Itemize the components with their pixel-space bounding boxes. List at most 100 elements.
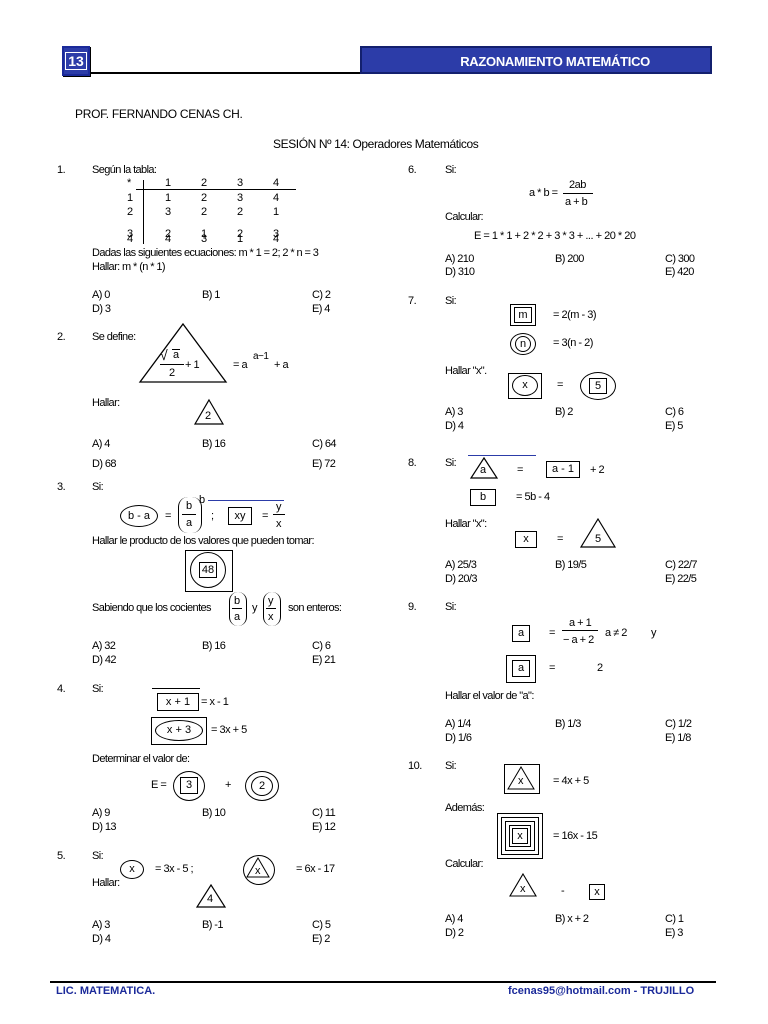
table-cell: 4 bbox=[127, 233, 133, 245]
fraction-bar bbox=[160, 364, 184, 365]
problem-10-also: Además: bbox=[445, 802, 485, 814]
option-c: C) 64 bbox=[312, 438, 337, 450]
option-a: A) 3 bbox=[92, 919, 110, 931]
option-b: B) 16 bbox=[202, 438, 226, 450]
option-e: E) 22/5 bbox=[665, 573, 697, 585]
op-lhs: a * b = bbox=[529, 187, 558, 199]
problem-9-number: 9. bbox=[408, 601, 417, 613]
q2-num: y bbox=[268, 595, 274, 607]
option-d: D) 20/3 bbox=[445, 573, 477, 585]
frac-den: x bbox=[276, 518, 282, 530]
option-a: A) 0 bbox=[92, 289, 110, 301]
problem-8-intro: Si: bbox=[445, 457, 457, 469]
option-b: B) 16 bbox=[202, 640, 226, 652]
option-d: D) 2 bbox=[445, 927, 464, 939]
table-cell: 1 bbox=[237, 233, 243, 245]
sqrt-icon: √ bbox=[160, 347, 168, 363]
triangle-value: 4 bbox=[207, 893, 213, 905]
square-frame bbox=[508, 373, 542, 399]
option-c: C) 11 bbox=[312, 807, 336, 819]
operation-table: * 1 2 3 4 1 1 2 3 4 2 3 2 2 1 3 2 1 2 3 … bbox=[118, 177, 298, 245]
problem-2-number: 2. bbox=[57, 331, 66, 343]
table-cell: 3 bbox=[165, 206, 171, 218]
circle-frame bbox=[190, 552, 226, 588]
exponent: b bbox=[199, 494, 205, 506]
triangle-icon bbox=[469, 456, 499, 479]
problem-4-number: 4. bbox=[57, 683, 66, 695]
problem-7-intro: Si: bbox=[445, 295, 457, 307]
triangle-icon bbox=[509, 872, 537, 897]
problem-3-text2: Sabiendo que los cocientes bbox=[92, 602, 212, 614]
overline bbox=[208, 500, 284, 501]
overline bbox=[152, 688, 200, 689]
option-a: A) 32 bbox=[92, 640, 116, 652]
option-a: A) 3 bbox=[445, 406, 463, 418]
paren-fraction bbox=[263, 592, 281, 626]
table-vline bbox=[143, 180, 144, 244]
equals-sign: = bbox=[549, 627, 555, 639]
problem-3-intro: Si: bbox=[92, 481, 104, 493]
problem-4-intro: Si: bbox=[92, 683, 104, 695]
triangle-value: x bbox=[520, 883, 526, 895]
problem-7-ask: Hallar "x". bbox=[445, 365, 487, 377]
option-e: E) 12 bbox=[312, 821, 336, 833]
circle-operator: x bbox=[120, 860, 144, 879]
problem-5-ask: Hallar: bbox=[92, 877, 120, 889]
option-c: C) 6 bbox=[312, 640, 331, 652]
problem-5-intro: Si: bbox=[92, 850, 104, 862]
square-frame bbox=[497, 813, 543, 859]
header-title: RAZONAMIENTO MATEMÁTICO bbox=[360, 46, 712, 74]
problem-8-ask: Hallar "x": bbox=[445, 518, 487, 530]
square-frame bbox=[509, 825, 531, 847]
expression: E = 1 * 1 + 2 * 2 + 3 * 3 + ... + 20 * 2… bbox=[474, 230, 636, 242]
circle-frame bbox=[243, 855, 275, 885]
condition: a ≠ 2 bbox=[605, 627, 627, 639]
rhs-1: = 4x + 5 bbox=[553, 775, 589, 787]
square-frame bbox=[504, 764, 540, 794]
option-a: A) 25/3 bbox=[445, 559, 477, 571]
problem-6-ask: Calcular: bbox=[445, 211, 484, 223]
triangle-value: x bbox=[255, 865, 261, 877]
table-cell: 2 bbox=[237, 228, 243, 240]
frac-den: − a + 2 bbox=[563, 634, 594, 646]
square-frame bbox=[505, 821, 535, 851]
table-header-cell: * bbox=[127, 177, 131, 189]
table-hline bbox=[136, 189, 296, 190]
table-header-cell: 4 bbox=[273, 177, 279, 189]
boxed-value: 3 bbox=[180, 777, 198, 794]
option-e: E) 2 bbox=[312, 933, 330, 945]
option-a: A) 210 bbox=[445, 253, 474, 265]
table-cell: 2 bbox=[201, 192, 207, 204]
overline bbox=[468, 455, 536, 456]
q2-den: x bbox=[268, 611, 274, 623]
option-e: E) 21 bbox=[312, 654, 336, 666]
box-operator: x + 1 bbox=[157, 693, 199, 711]
box-operator: b bbox=[470, 489, 496, 506]
table-cell: 1 bbox=[273, 206, 279, 218]
option-c: C) 6 bbox=[665, 406, 684, 418]
problem-2-intro: Se define: bbox=[92, 331, 136, 343]
option-e: E) 1/8 bbox=[665, 732, 691, 744]
equals-sign: = bbox=[165, 510, 171, 522]
problem-1-number: 1. bbox=[57, 164, 66, 176]
option-e: E) 4 bbox=[312, 303, 330, 315]
rhs-2: = 5b - 4 bbox=[516, 491, 550, 503]
square-frame bbox=[501, 817, 539, 855]
table-cell: 2 bbox=[165, 228, 171, 240]
option-b: B) -1 bbox=[202, 919, 223, 931]
semicolon: ; bbox=[211, 510, 214, 522]
rhs-2: = 3x + 5 bbox=[211, 724, 247, 736]
square-frame bbox=[506, 655, 536, 683]
and-word: y bbox=[252, 602, 258, 614]
option-b: B) 200 bbox=[555, 253, 584, 265]
page-number: 13 bbox=[65, 52, 87, 70]
box-operator: a - 1 bbox=[546, 461, 580, 478]
square-frame bbox=[151, 717, 207, 745]
option-d: D) 4 bbox=[92, 933, 111, 945]
box-operator: x bbox=[589, 884, 605, 900]
equals-sign: = bbox=[549, 662, 555, 674]
value: 2 bbox=[597, 662, 603, 674]
option-c: C) 2 bbox=[312, 289, 331, 301]
tri-denominator: 2 bbox=[169, 367, 175, 379]
equals-sign: = bbox=[517, 464, 523, 476]
